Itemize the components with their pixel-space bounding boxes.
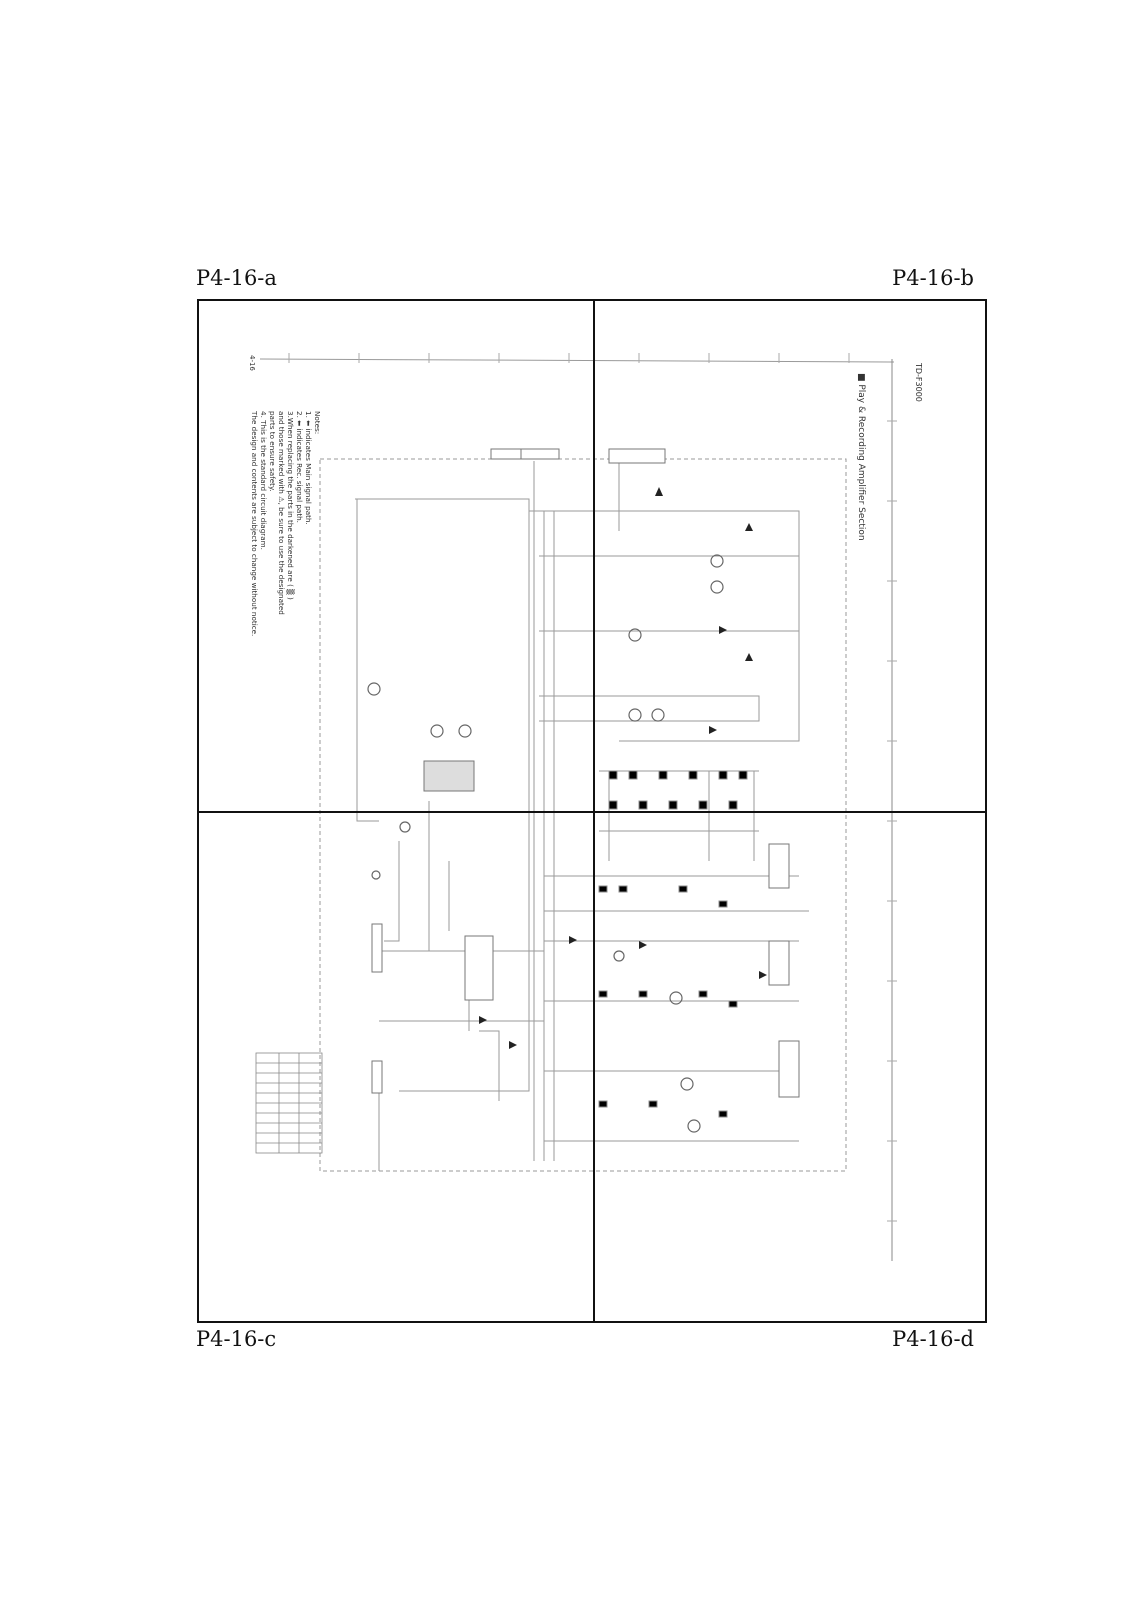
note-line: 4. This is the standard circuit diagram. xyxy=(259,411,268,550)
note-line: and those marked with ⚠, be sure to use … xyxy=(277,411,286,615)
quadrant-label-d: P4-16-d xyxy=(892,1327,974,1351)
note-line: 3.When replacing the parts in the darken… xyxy=(286,411,295,600)
horizontal-divider xyxy=(197,811,987,813)
quadrant-label-b: P4-16-b xyxy=(892,266,974,290)
note-line: parts to ensure safety. xyxy=(268,411,277,491)
note-line: 1. ⬅ indicates Main signal path. xyxy=(304,411,313,525)
notes-block: Notes: 1. ⬅ indicates Main signal path. … xyxy=(250,410,322,636)
note-line: The design and contents are subject to c… xyxy=(250,410,259,636)
model-label: TD-F3000 xyxy=(914,362,923,402)
schematic-diagram: TD-F3000 ■ Play & Recording Amplifier Se… xyxy=(248,353,923,1261)
section-title: ■ Play & Recording Amplifier Section xyxy=(856,373,866,541)
quadrant-label-a: P4-16-a xyxy=(196,266,277,290)
note-line: Notes: xyxy=(313,411,322,434)
page-ref: 4-16 xyxy=(248,355,256,371)
note-line: 2. ⬅ indicates Rec. signal path. xyxy=(295,411,304,523)
quadrant-label-c: P4-16-c xyxy=(196,1327,277,1351)
